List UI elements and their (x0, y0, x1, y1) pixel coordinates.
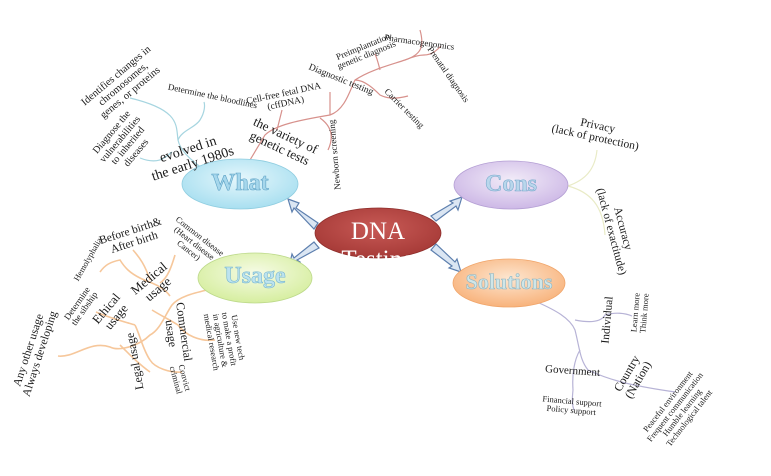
what-variety-connectors (249, 29, 442, 161)
node-usage-shape (197, 252, 313, 304)
solutions-connectors (536, 301, 676, 411)
node-usage-label[interactable]: Usage (224, 263, 286, 290)
node-solutions-shape (452, 258, 566, 308)
usage-connectors (57, 249, 216, 373)
node-what-label[interactable]: What (211, 170, 269, 197)
node-solutions-label[interactable]: Solutions (465, 269, 553, 295)
node-dna-testing-shape (314, 207, 442, 259)
solutions-individual-item: Learn more Think more (628, 292, 651, 334)
arrow-to-what (287, 198, 319, 230)
arrow-to-cons (430, 196, 463, 222)
node-cons-label[interactable]: Cons (484, 171, 538, 198)
node-what-shape (181, 158, 299, 210)
arrow-to-solutions (430, 243, 462, 273)
central-node-label[interactable]: DNA Testing (341, 218, 415, 273)
cons-connectors (567, 149, 606, 236)
node-cons-shape (453, 160, 569, 210)
